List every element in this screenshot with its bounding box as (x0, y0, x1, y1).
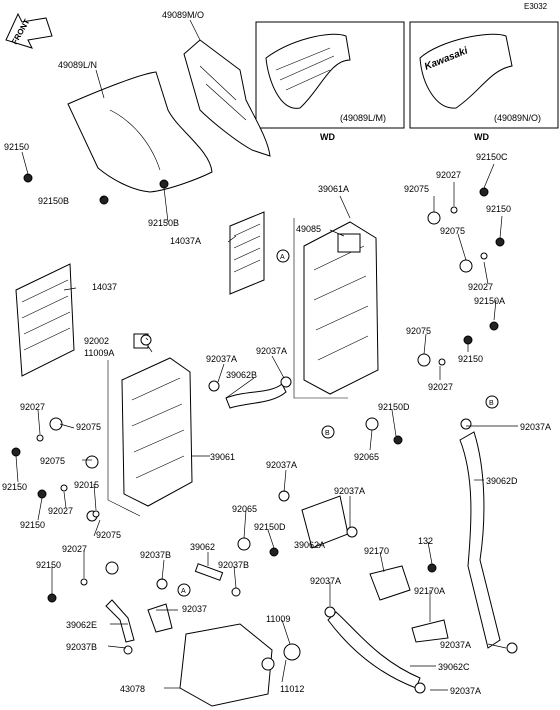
svg-text:B: B (489, 400, 494, 407)
hose-39062 (194, 563, 224, 581)
label-92037a-8: 92037A (450, 686, 481, 696)
label-92075-2: 92075 (440, 226, 465, 236)
label-92037: 92037 (182, 604, 207, 614)
label-11009: 11009 (266, 614, 290, 624)
label-92037a-1: 92037A (206, 354, 237, 364)
label-92150-1: 92150 (4, 142, 29, 152)
label-92037a-5: 92037A (334, 486, 365, 496)
svg-text:A: A (280, 254, 285, 261)
label-92037a-4: 92037A (266, 460, 297, 470)
svg-text:A: A (181, 588, 186, 595)
label-39062: 39062 (190, 542, 215, 552)
inset-left-ref: (49089L/M) (340, 113, 386, 123)
hose-39062b (225, 383, 287, 409)
label-92150-3: 92150 (458, 354, 483, 364)
label-92150a: 92150A (474, 296, 505, 306)
label-132: 132 (418, 536, 433, 546)
inset-left-caption: WD (320, 132, 335, 142)
inset-right-caption: WD (474, 132, 489, 142)
label-14037: 14037 (92, 282, 117, 292)
label-39062e: 39062E (66, 620, 97, 630)
label-49085: 49085 (296, 224, 321, 234)
label-39061a: 39061A (318, 184, 349, 194)
label-92075-3: 92075 (406, 326, 431, 336)
bracket-92170 (369, 565, 411, 601)
label-92002: 92002 (84, 336, 109, 346)
hose-39062c (327, 611, 421, 689)
label-11009a: 11009A (84, 348, 114, 358)
label-92037b-1: 92037B (140, 550, 171, 560)
label-92150d-2: 92150D (254, 522, 286, 532)
label-39061: 39061 (210, 452, 235, 462)
label-92075-1: 92075 (404, 184, 429, 194)
label-92027-4: 92027 (20, 402, 45, 412)
front-arrow-icon: FRONT (5, 12, 53, 49)
label-92150-2: 92150 (486, 204, 511, 214)
label-92170: 92170 (364, 546, 389, 556)
label-92027-3: 92027 (428, 382, 453, 392)
label-92150b-2: 92150B (148, 218, 179, 228)
label-39062c: 39062C (438, 662, 470, 672)
grille-14037 (15, 263, 75, 377)
hose-39062d (459, 431, 501, 649)
svg-text:B: B (325, 430, 330, 437)
label-92075-6: 92075 (96, 530, 121, 540)
label-39062d: 39062D (486, 476, 518, 486)
callout-b-1: B (321, 425, 335, 439)
label-92037a-3: 92037A (520, 422, 551, 432)
inset-right-ref: (49089N/O) (494, 113, 541, 123)
label-92027-1: 92027 (436, 170, 461, 180)
diagram-code: E3032 (524, 2, 548, 11)
label-92150-4: 92150 (2, 482, 27, 492)
label-49089m-o: 49089M/O (162, 10, 204, 20)
label-92027-5: 92027 (48, 506, 73, 516)
label-39062a: 39062A (294, 540, 325, 550)
hose-39062e (105, 599, 135, 643)
cap-11009 (283, 643, 301, 661)
label-92065-1: 92065 (354, 452, 379, 462)
label-92065-2: 92065 (232, 504, 257, 514)
callout-b-2: B (485, 395, 499, 409)
bracket-92170a (411, 619, 449, 643)
part-labels: 49089M/O 49089L/N 92150 92150B 92150B 39… (2, 10, 551, 696)
label-49089l-n: 49089L/N (58, 60, 97, 70)
grille-14037a (229, 211, 265, 295)
inset-right: Kawasaki (49089N/O) (409, 21, 559, 129)
label-92037b-2: 92037B (218, 560, 249, 570)
fasteners (11, 173, 518, 694)
label-92027-6: 92027 (62, 544, 87, 554)
leader-lines (15, 19, 518, 691)
label-92150d-1: 92150D (378, 402, 410, 412)
radiator-shroud-left (67, 71, 213, 193)
inset-left: (49089L/M) (255, 21, 405, 129)
radiator-shroud-right (183, 39, 271, 157)
callout-a-2: A (177, 583, 191, 597)
radiator-39061 (107, 333, 193, 517)
label-92075-5: 92075 (40, 456, 65, 466)
label-92037a-2: 92037A (256, 346, 287, 356)
label-43078: 43078 (120, 684, 145, 694)
label-92150c: 92150C (476, 152, 508, 162)
label-92037a-6: 92037A (310, 576, 341, 586)
reservoir-tank-43078 (179, 623, 275, 707)
label-92027-2: 92027 (468, 282, 493, 292)
label-39062b: 39062B (226, 370, 257, 380)
label-92150-5: 92150 (20, 520, 45, 530)
label-92075-4: 92075 (76, 422, 101, 432)
label-92150-6: 92150 (36, 560, 61, 570)
radiator-39061a (293, 218, 379, 399)
clamp-92037 (147, 603, 173, 633)
callout-a-1: A (276, 249, 290, 263)
label-14037a: 14037A (170, 236, 201, 246)
label-92150b-1: 92150B (38, 196, 69, 206)
label-92170a: 92170A (414, 586, 445, 596)
label-92037a-7: 92037A (440, 640, 471, 650)
label-92037b-3: 92037B (66, 642, 97, 652)
label-92015: 92015 (74, 480, 99, 490)
label-11012: 11012 (280, 684, 304, 694)
